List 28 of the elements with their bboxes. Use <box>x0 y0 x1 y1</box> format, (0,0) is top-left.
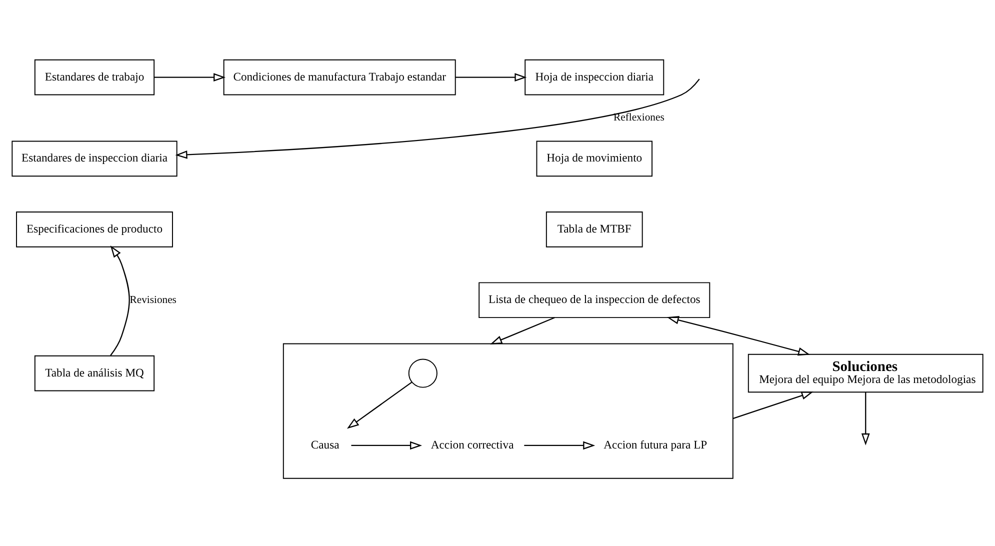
node-box: Tabla de MTBF <box>546 211 643 248</box>
node-text: Accion correctiva <box>430 438 514 452</box>
arrow <box>490 317 555 344</box>
arrow <box>666 316 810 356</box>
node-box: Estandares de inspeccion diaria <box>12 140 178 177</box>
node-box: Hoja de movimiento <box>536 140 652 177</box>
arrow <box>524 441 596 450</box>
arrow <box>110 246 130 356</box>
node-box: Especificaciones de producto <box>16 211 173 248</box>
arrow <box>346 382 412 429</box>
arrow <box>351 441 422 450</box>
node-box: Hoja de inspeccion diaria <box>524 59 664 96</box>
node-circle <box>408 358 438 388</box>
node-text: Causa <box>310 438 340 452</box>
node-box: Lista de chequeo de la inspeccion de defectos <box>478 282 710 318</box>
node-box: Soluciones Mejora del equipo Mejora de las metodologias <box>748 354 984 393</box>
node-box: Condiciones de manufactura Trabajo estandar <box>223 59 456 96</box>
arrow <box>732 392 814 420</box>
edge-label: Reflexiones <box>614 112 664 124</box>
arrow <box>456 73 527 82</box>
arrow <box>154 73 226 82</box>
node-box: Estandares de trabajo <box>34 59 155 96</box>
node-box: Tabla de análisis MQ <box>34 355 155 392</box>
arrow <box>175 78 700 159</box>
arrow <box>861 392 870 446</box>
edge-label: Revisiones <box>130 294 176 306</box>
node-text: Accion futura para LP <box>604 438 708 452</box>
cluster <box>282 343 734 479</box>
